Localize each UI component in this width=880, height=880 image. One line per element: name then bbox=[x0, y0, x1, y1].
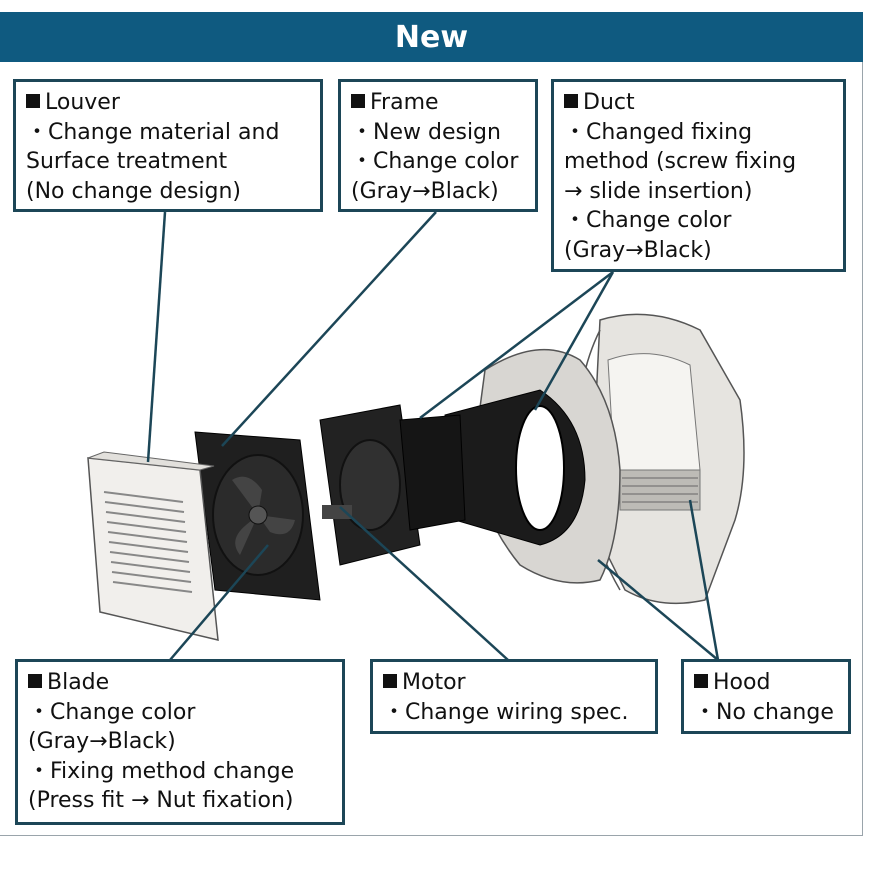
callout-louver-line: ・Change material and bbox=[26, 119, 280, 145]
leader-frame bbox=[221, 211, 437, 447]
leader-lines bbox=[146, 211, 720, 661]
callout-duct-title: Duct bbox=[583, 90, 635, 115]
callout-hood-line: ・No change bbox=[694, 699, 834, 725]
leader-duct-b bbox=[533, 271, 615, 411]
blade-part bbox=[232, 476, 295, 555]
callout-louver-line: Surface treatment bbox=[26, 149, 228, 174]
bullet-square-icon bbox=[383, 674, 397, 688]
bullet-square-icon bbox=[28, 674, 42, 688]
callout-motor: Motor ・Change wiring spec. bbox=[370, 659, 658, 734]
leader-blade bbox=[169, 544, 269, 661]
callout-frame-line: ・Change color bbox=[351, 149, 519, 174]
callout-frame-line: (Gray→Black) bbox=[351, 178, 499, 204]
callout-blade-line: (Gray→Black) bbox=[28, 729, 176, 754]
callout-frame-title: Frame bbox=[370, 90, 439, 115]
callout-duct-line: (Gray→Black) bbox=[564, 237, 712, 263]
leader-duct-a bbox=[419, 271, 614, 419]
callout-frame-line: ・New design bbox=[351, 119, 501, 145]
callout-blade-title: Blade bbox=[47, 670, 110, 695]
bullet-square-icon bbox=[694, 674, 708, 688]
callout-duct-line: method (screw fixing bbox=[564, 149, 797, 174]
louver-part bbox=[87, 451, 219, 641]
callout-duct: Duct ・Changed fixing method (screw fixin… bbox=[551, 79, 846, 272]
callout-blade: Blade ・Change color (Gray→Black) ・Fixing… bbox=[15, 659, 345, 825]
leader-hood-b bbox=[688, 499, 720, 661]
hood-part bbox=[576, 313, 745, 605]
callout-blade-line: (Press fit → Nut fixation) bbox=[28, 788, 294, 813]
leader-hood-a bbox=[597, 559, 719, 661]
callout-motor-line: ・Change wiring spec. bbox=[383, 699, 629, 725]
frame-part bbox=[194, 431, 321, 601]
leader-louver bbox=[146, 211, 167, 463]
banner: New bbox=[0, 12, 863, 62]
callout-duct-line: ・Changed fixing bbox=[564, 119, 753, 145]
bullet-square-icon bbox=[564, 94, 578, 108]
callout-louver-title: Louver bbox=[45, 90, 120, 115]
bullet-square-icon bbox=[351, 94, 365, 108]
callout-louver: Louver ・Change material and Surface trea… bbox=[13, 79, 323, 212]
callout-blade-line: ・Fixing method change bbox=[28, 758, 295, 784]
callout-louver-line: (No change design) bbox=[26, 178, 242, 204]
leader-motor bbox=[339, 506, 509, 661]
callout-frame: Frame ・New design ・Change color (Gray→Bl… bbox=[338, 79, 538, 212]
callout-duct-line: → slide insertion) bbox=[564, 178, 753, 204]
duct-part bbox=[444, 348, 621, 584]
callout-motor-title: Motor bbox=[402, 670, 466, 695]
motor-part bbox=[319, 404, 466, 566]
callout-hood: Hood ・No change bbox=[681, 659, 851, 734]
banner-title: New bbox=[394, 19, 469, 55]
callout-duct-line: ・Change color bbox=[564, 208, 732, 233]
callout-hood-title: Hood bbox=[713, 670, 771, 695]
bullet-square-icon bbox=[26, 94, 40, 108]
callout-blade-line: ・Change color bbox=[28, 699, 196, 725]
